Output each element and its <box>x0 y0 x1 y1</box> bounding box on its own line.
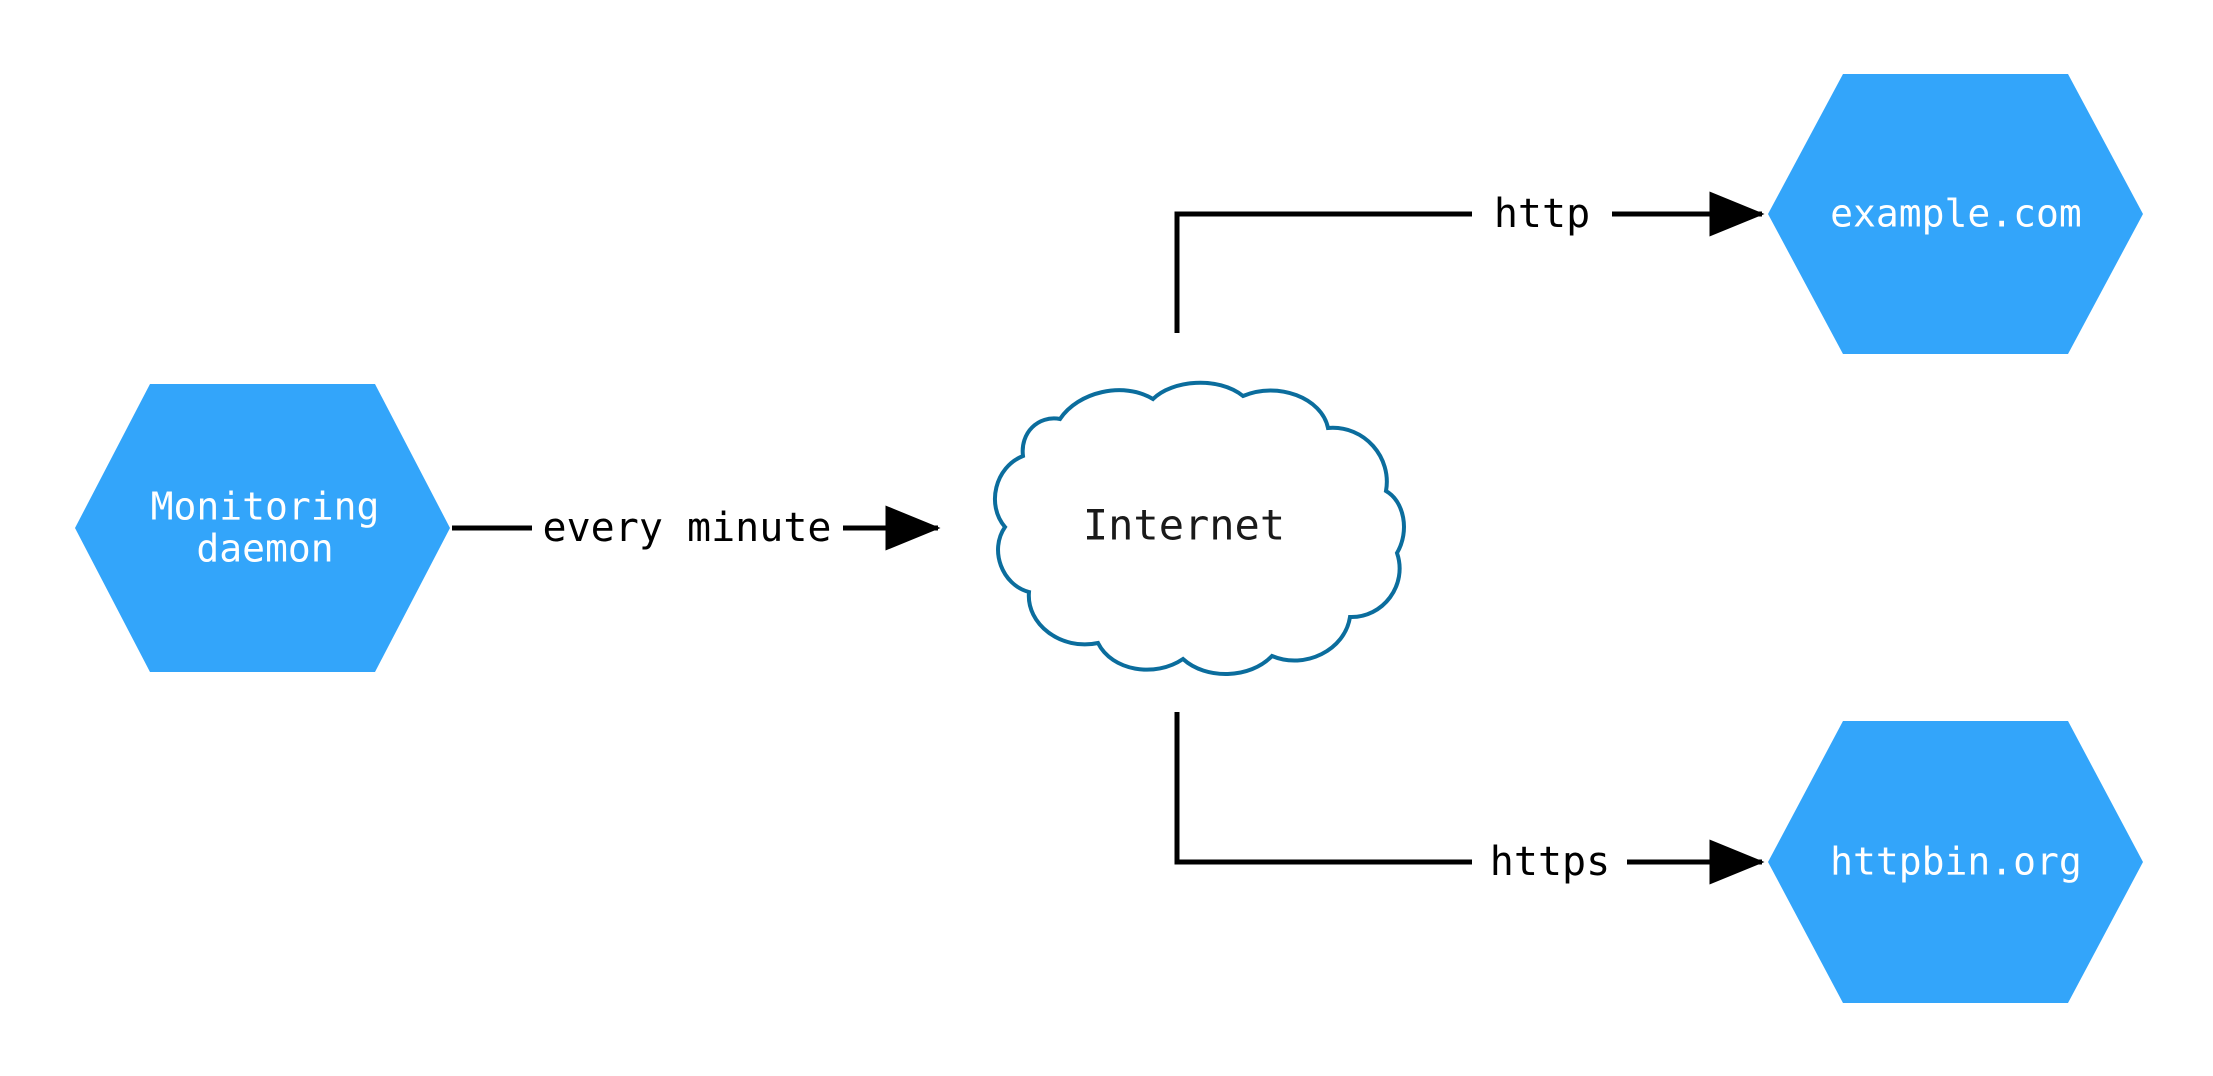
node-example-com[interactable]: example.com <box>1768 74 2143 354</box>
hexagon-shape <box>1768 721 2143 1003</box>
edge-label-every-minute: every minute <box>543 505 832 551</box>
edge-segment-elbow-up <box>1174 211 1472 333</box>
node-httpbin-org[interactable]: httpbin.org <box>1768 721 2143 1003</box>
hexagon-shape <box>1768 74 2143 354</box>
node-label-monitoring-daemon-line2: daemon <box>196 527 333 571</box>
node-label-example-com: example.com <box>1830 192 2082 236</box>
node-label-monitoring-daemon-line1: Monitoring <box>151 485 380 529</box>
edge-internet-to-httpbin: https <box>1174 712 1765 885</box>
node-label-internet: Internet <box>1083 501 1285 550</box>
node-internet[interactable]: Internet <box>993 380 1406 676</box>
edge-label-https: https <box>1490 839 1610 885</box>
edge-internet-to-example: http <box>1174 191 1765 333</box>
node-monitoring-daemon[interactable]: Monitoring daemon <box>75 384 450 672</box>
edge-segment-elbow-down <box>1174 712 1472 865</box>
edge-label-http: http <box>1494 191 1590 237</box>
edge-daemon-to-internet: every minute <box>452 505 941 551</box>
node-label-httpbin-org: httpbin.org <box>1830 840 2082 884</box>
hexagon-shape <box>75 384 450 672</box>
cloud-shape <box>993 380 1406 676</box>
